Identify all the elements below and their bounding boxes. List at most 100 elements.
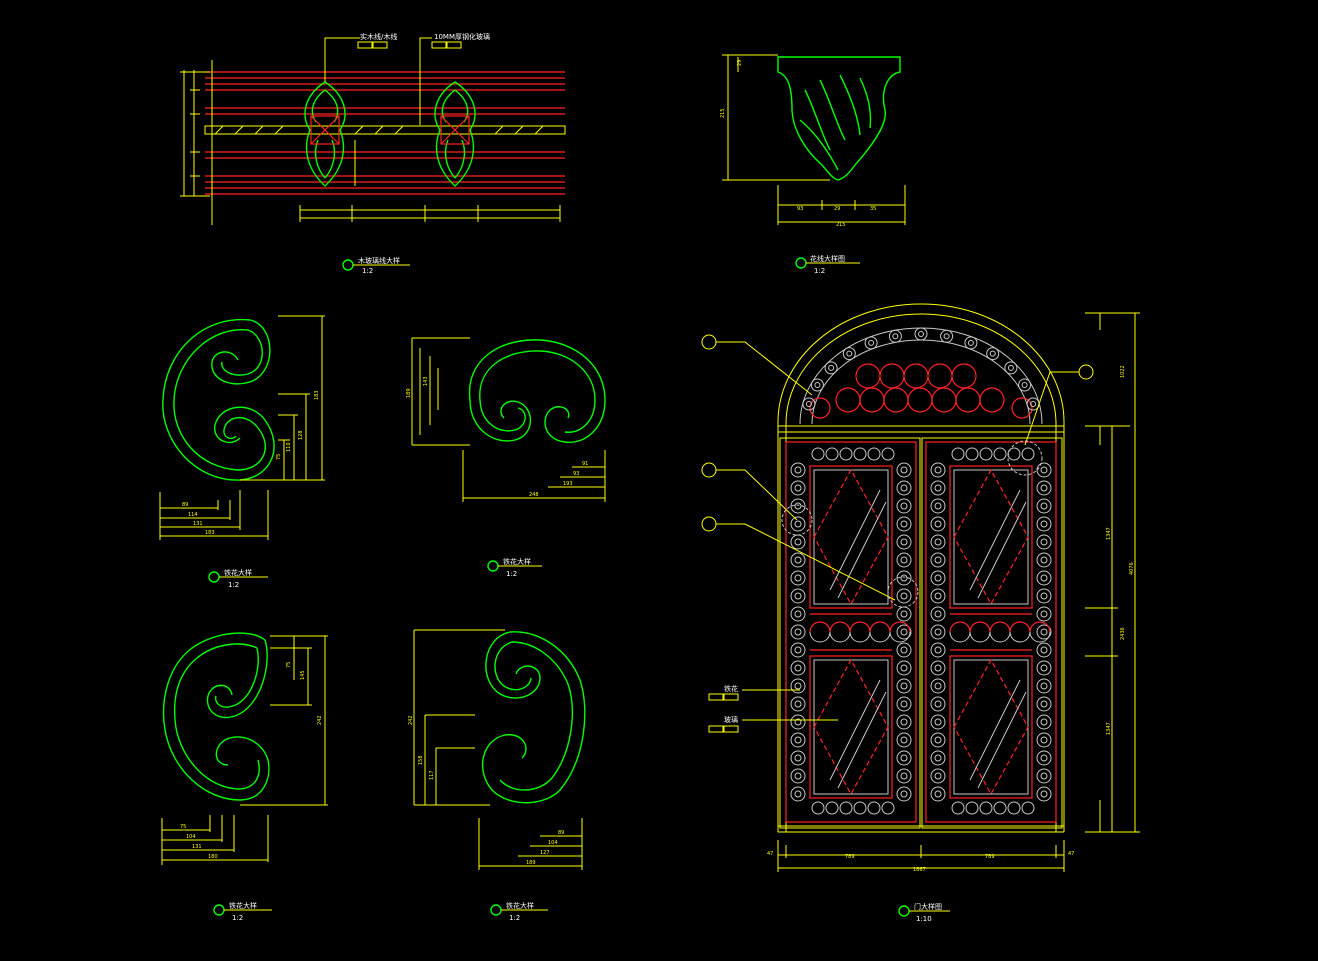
molding-grain	[799, 74, 872, 171]
door-scroll	[1036, 768, 1052, 784]
door-scroll-core	[900, 790, 908, 798]
dim-242-v2: 242	[408, 715, 414, 725]
door-scroll-core	[900, 646, 908, 654]
dim-789-left: 789	[845, 854, 855, 860]
door-inner-frame	[785, 313, 1057, 832]
door-scroll-core	[900, 754, 908, 762]
door-scroll-core	[1040, 700, 1048, 708]
scale-1: 1:2	[362, 267, 373, 275]
arch-scroll	[864, 336, 878, 350]
door-scroll	[930, 480, 946, 496]
door-scroll	[853, 447, 867, 461]
arch-ring	[809, 397, 831, 419]
scroll-3-top-curl	[206, 639, 268, 719]
molding-lines	[205, 71, 565, 195]
door-scroll-columns	[790, 447, 1052, 815]
dim-117-v: 117	[429, 770, 435, 780]
door-scroll	[896, 570, 912, 586]
arch-ring	[883, 387, 909, 413]
dim-104-c: 104	[548, 840, 558, 846]
door-scroll	[790, 606, 806, 622]
door-scroll	[1036, 534, 1052, 550]
door-scroll	[853, 801, 867, 815]
door-scroll-core	[794, 772, 802, 780]
door-scroll	[896, 768, 912, 784]
scale-2: 1:2	[814, 267, 825, 275]
scroll-2-inner	[479, 350, 596, 433]
door-scroll-core	[794, 502, 802, 510]
door-scroll-core	[934, 736, 942, 744]
dim-193: 193	[563, 481, 573, 487]
door-scroll	[896, 498, 912, 514]
callout-circle-2	[887, 576, 919, 608]
dim-75-v2: 75	[286, 662, 292, 668]
door-scroll	[790, 516, 806, 532]
door-scroll-core	[934, 628, 942, 636]
door-scroll-core	[900, 736, 908, 744]
mid-arc	[949, 621, 971, 633]
scroll-4-inner	[499, 641, 573, 791]
arch-scroll-core	[1007, 364, 1014, 371]
arch-scroll-core	[967, 339, 974, 346]
note-box-1a	[357, 41, 373, 49]
mid-arc	[809, 621, 831, 633]
door-scroll	[896, 678, 912, 694]
title-6: 铁花大样	[506, 901, 534, 910]
door-scroll	[811, 447, 825, 461]
door-scroll	[896, 786, 912, 802]
door-scroll	[790, 570, 806, 586]
door-scroll	[1007, 801, 1021, 815]
door-scroll	[1036, 624, 1052, 640]
arch-scroll-core	[892, 333, 899, 340]
title-marker-1	[342, 259, 354, 271]
door-scroll	[839, 447, 853, 461]
arch-ring	[979, 387, 1005, 413]
dim-75-b: 75	[180, 824, 186, 830]
door-scroll-core	[900, 772, 908, 780]
door-scroll	[790, 732, 806, 748]
molding-profile	[777, 56, 901, 181]
glass-reflections	[829, 489, 1027, 789]
door-scroll	[867, 447, 881, 461]
door-scroll	[896, 642, 912, 658]
door-scroll	[1036, 606, 1052, 622]
door-scroll-core	[794, 790, 802, 798]
door-scroll-core	[900, 556, 908, 564]
glass-diagonals	[813, 468, 1029, 796]
door-scroll	[896, 534, 912, 550]
door-leaf-right	[921, 437, 1063, 829]
door-scroll-core	[934, 502, 942, 510]
door-scroll-core	[1040, 592, 1048, 600]
title-2: 花线大样图	[810, 254, 845, 263]
glass-left-top	[813, 469, 889, 605]
door-scroll	[930, 462, 946, 478]
arch-scroll-core	[918, 331, 924, 337]
door-scroll	[1036, 570, 1052, 586]
door-scroll	[1036, 516, 1052, 532]
door-scroll	[790, 660, 806, 676]
door-scroll	[896, 714, 912, 730]
dim-215: 215	[836, 222, 846, 228]
door-scroll	[896, 696, 912, 712]
door-scroll-core	[1040, 556, 1048, 564]
door-scroll-core	[934, 592, 942, 600]
frame-right	[925, 441, 1057, 823]
dim-47-left: 47	[767, 851, 773, 857]
door-scroll	[790, 678, 806, 694]
scroll-2-left-curl	[469, 399, 532, 442]
carved-block-right	[434, 81, 476, 187]
door-scroll	[1036, 462, 1052, 478]
door-scroll-core	[794, 466, 802, 474]
door-scroll-core	[1040, 718, 1048, 726]
arch-scroll-core	[1021, 382, 1028, 388]
mid-arc	[889, 621, 911, 633]
pane-left-bottom	[809, 655, 893, 799]
dim-75-v: 75	[276, 454, 282, 460]
door-scroll	[1036, 642, 1052, 658]
door-scroll	[790, 498, 806, 514]
title-marker-3	[208, 571, 220, 583]
door-scroll-core	[934, 610, 942, 618]
mid-arc	[1009, 621, 1031, 633]
door-scroll	[839, 801, 853, 815]
glass-right-bottom	[953, 659, 1029, 795]
